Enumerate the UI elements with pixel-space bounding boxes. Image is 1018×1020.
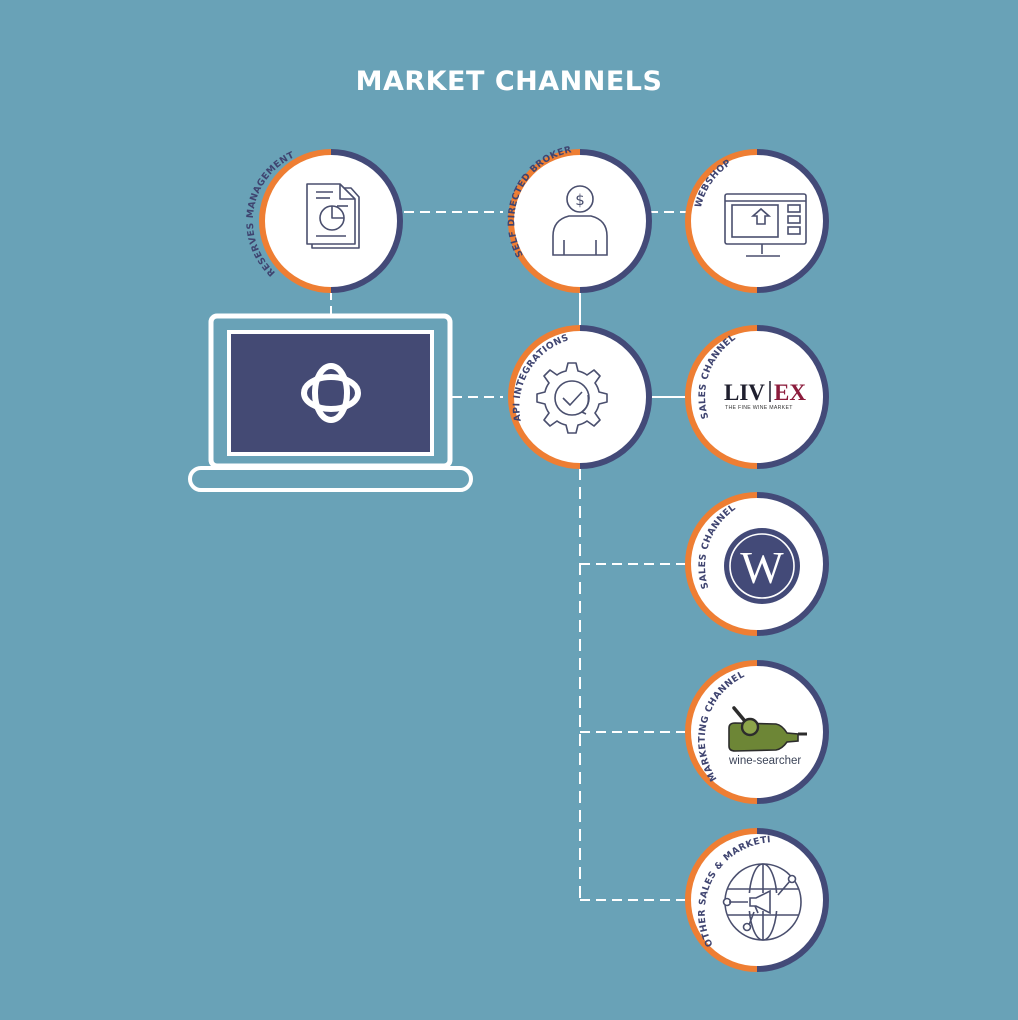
node-sales-channel-w: SALES CHANNEL W <box>685 492 829 636</box>
wine-searcher-logo: wine-searcher <box>728 706 807 767</box>
node-reserves-management: RESERVES MANAGEMENT <box>245 149 403 293</box>
livex-logo-liv: LIV <box>724 380 765 405</box>
node-marketing-channel-wine-searcher: MARKETING CHANNEL wine-searcher <box>685 660 829 804</box>
wine-searcher-logo-text: wine-searcher <box>728 755 801 767</box>
livex-logo: LIV EX THE FINE WINE MARKET <box>724 380 806 411</box>
livex-logo-ex: EX <box>774 380 806 405</box>
laptop-illustration <box>188 313 473 492</box>
diagram-title: MARKET CHANNELS <box>355 66 663 97</box>
node-webshop: WEBSHOP <box>685 149 829 293</box>
svg-text:$: $ <box>575 191 585 209</box>
connector-lines <box>330 211 686 901</box>
node-api-integrations: API INTEGRATIONS <box>508 325 652 469</box>
node-label: OTHER SALES & MARKETING CHANNELS <box>0 0 771 949</box>
webshop-monitor-icon <box>724 193 807 257</box>
globe-megaphone-icon <box>722 863 802 941</box>
w-logo-letter: W <box>740 542 784 593</box>
document-chart-icon <box>306 183 360 249</box>
livex-logo-tagline: THE FINE WINE MARKET <box>725 405 793 411</box>
node-other-channels: OTHER SALES & MARKETING CHANNELS <box>0 0 829 972</box>
node-sales-channel-livex: SALES CHANNEL LIV EX THE FINE WINE MARKE… <box>685 325 829 469</box>
gear-check-icon <box>536 362 608 434</box>
person-dollar-icon: $ <box>552 185 608 256</box>
w-logo: W <box>724 528 800 604</box>
orbit-logo-icon <box>301 363 361 423</box>
